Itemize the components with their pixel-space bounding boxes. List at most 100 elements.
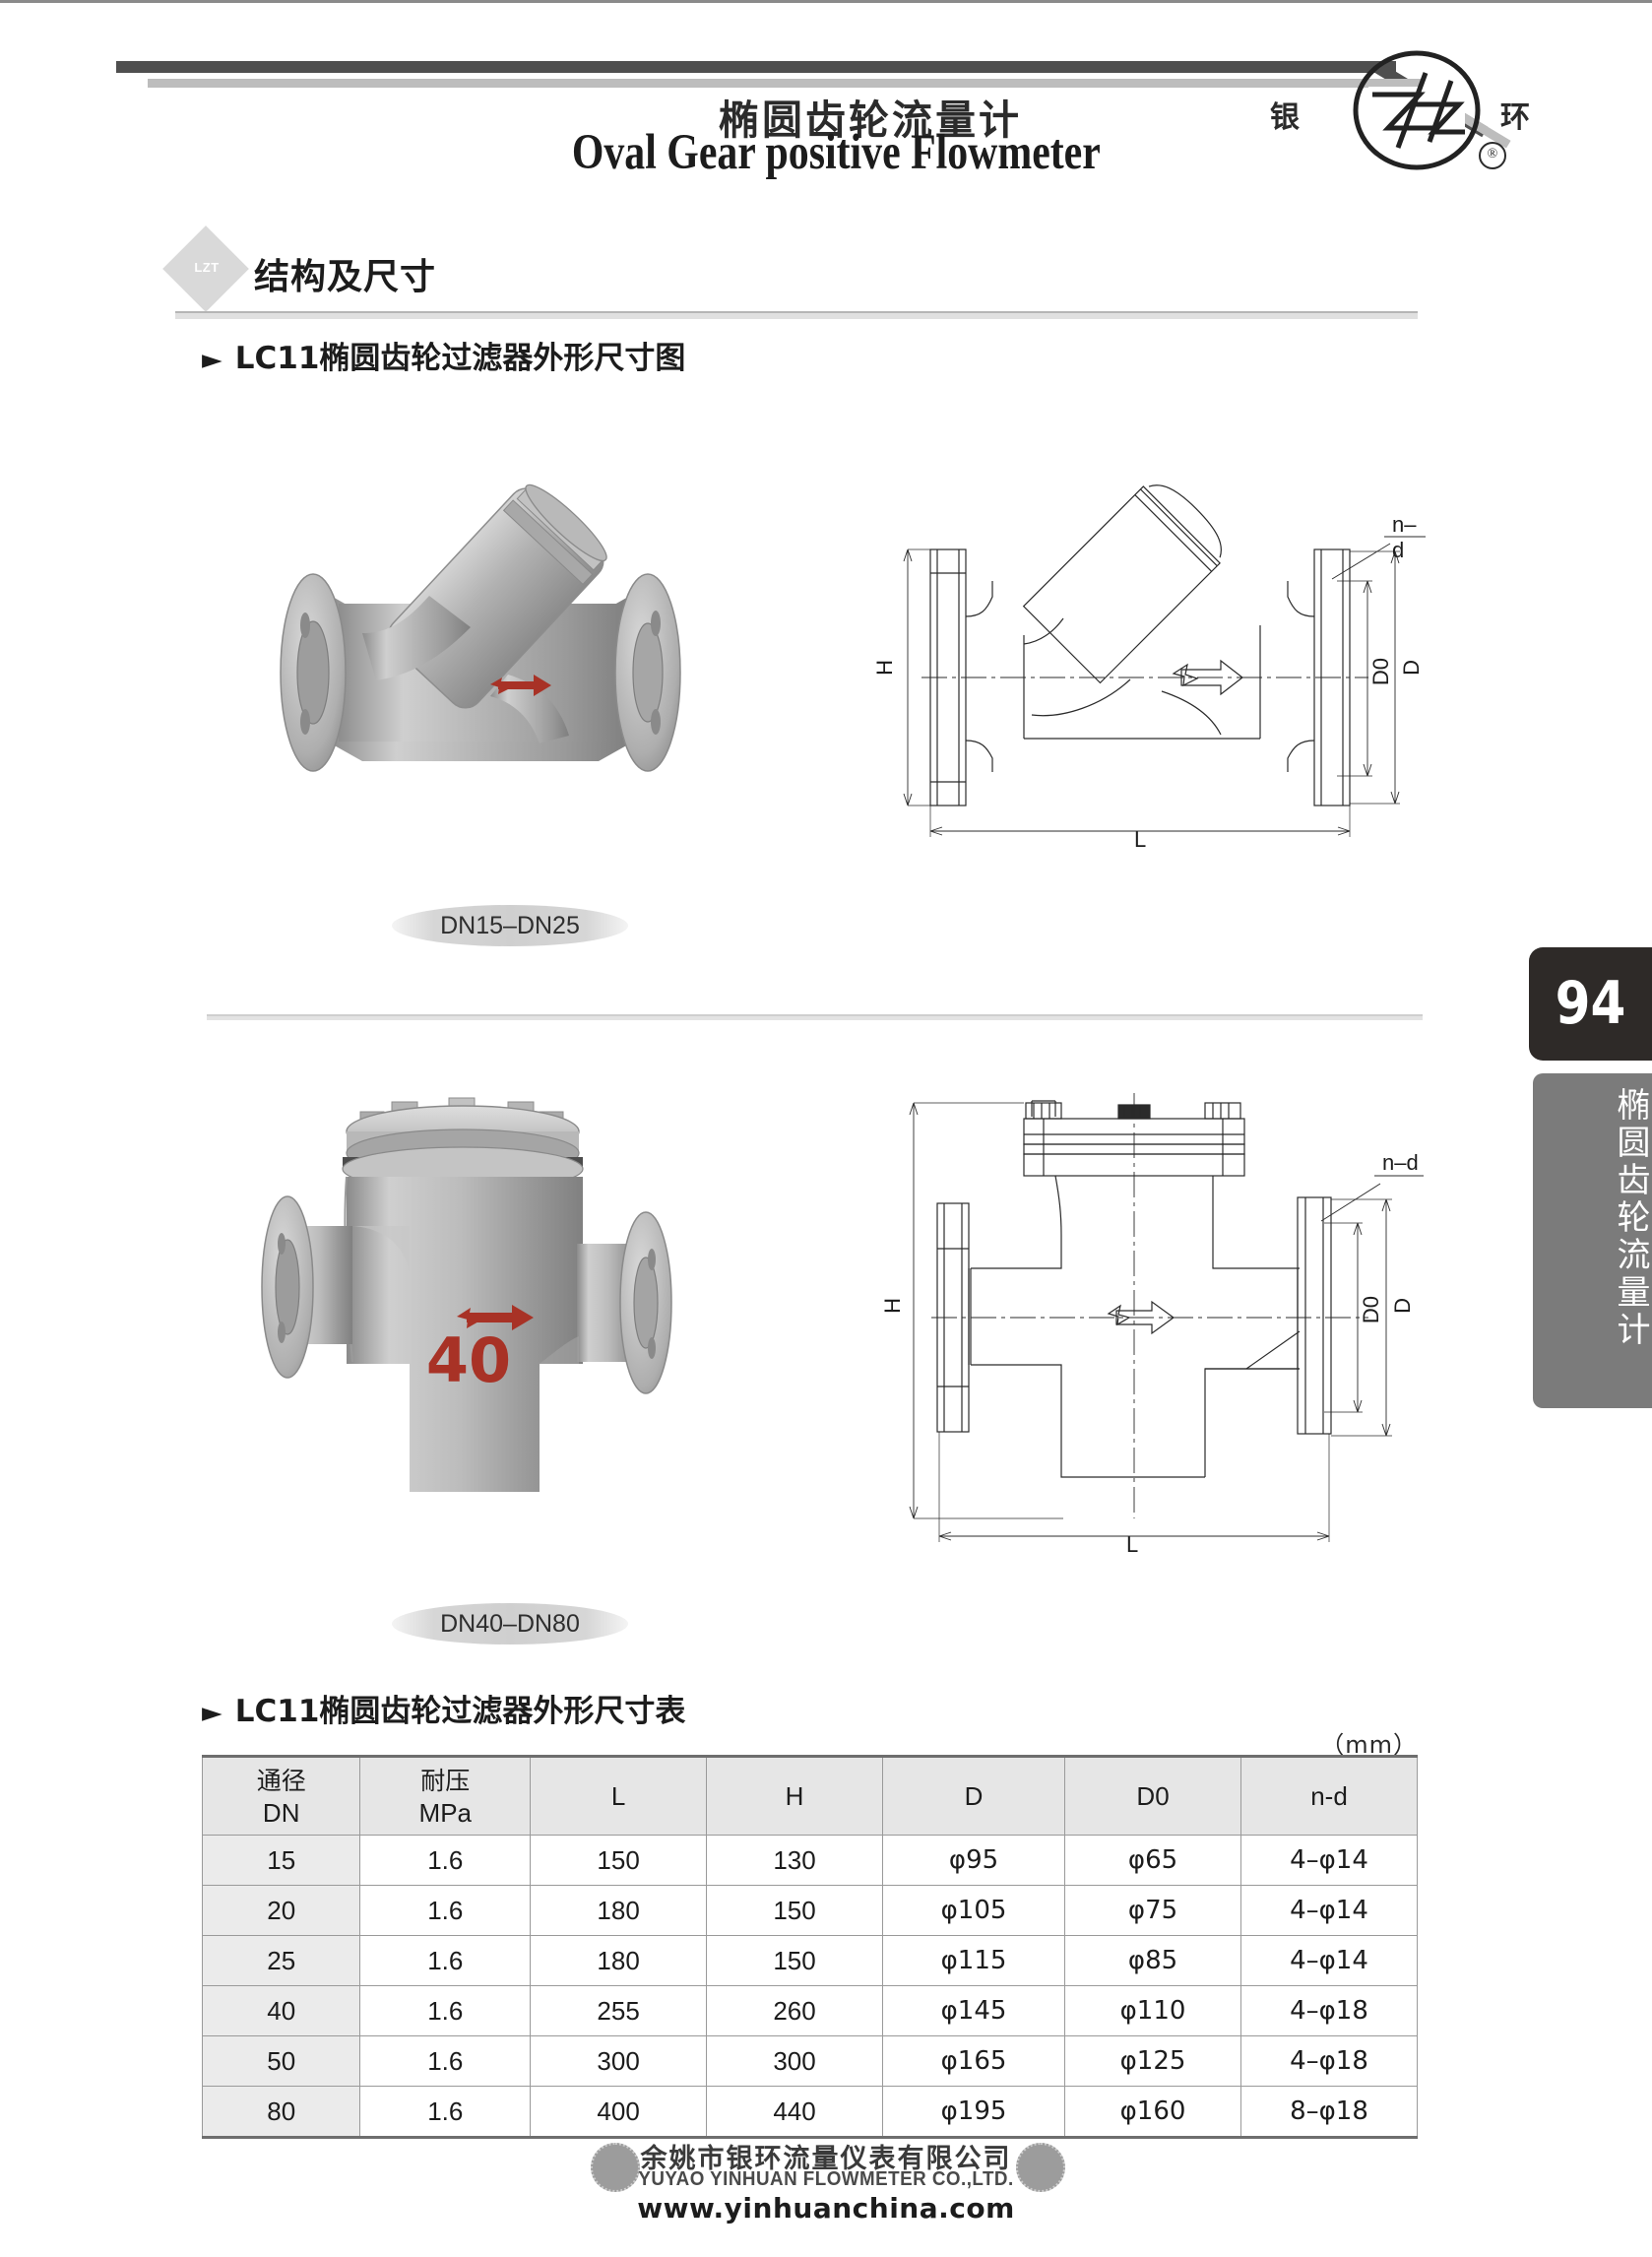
triangle-bullet-icon: ► (202, 345, 222, 375)
product-photo-basket-strainer: 40 (244, 1078, 687, 1541)
section-rule-top (175, 311, 1418, 313)
col-h: H (706, 1755, 883, 1836)
cell-d: φ145 (881, 1985, 1066, 2036)
col-dn-en: DN (262, 1797, 300, 1828)
cell-nd: 4–φ14 (1240, 1885, 1418, 1936)
dim-label-nd-2: n–d (1382, 1150, 1419, 1175)
page-title-english: Oval Gear positive Flowmeter (572, 125, 1101, 180)
table-section-heading-text: LC11椭圆齿轮过滤器外形尺寸表 (234, 1694, 686, 1729)
col-l: L (530, 1755, 708, 1836)
footer-decoration-circle-right (1016, 2143, 1065, 2192)
dim-label-d-1: D (1399, 660, 1424, 676)
figure-section-heading: ► LC11椭圆齿轮过滤器外形尺寸图 (202, 333, 685, 377)
cell-l: 180 (530, 1885, 708, 1936)
mid-divider-top (207, 1014, 1423, 1016)
cell-d0: φ110 (1064, 1985, 1242, 2036)
figure-section-heading-text: LC11椭圆齿轮过滤器外形尺寸图 (234, 341, 686, 376)
page-title-chinese: 椭圆齿轮流量计 (719, 97, 1022, 144)
dim-label-d0-1: D0 (1368, 658, 1393, 686)
cell-dn: 80 (201, 2086, 361, 2139)
col-dn: 通径 DN (201, 1755, 361, 1836)
section-title: 结构及尺寸 (254, 257, 437, 297)
page-header: 椭圆齿轮流量计 Oval Gear positive Flowmeter (0, 30, 1652, 207)
cell-dn: 15 (201, 1835, 361, 1886)
dim-label-h-1: H (872, 660, 897, 676)
cell-d: φ95 (881, 1835, 1066, 1886)
col-d: D (881, 1755, 1066, 1836)
cell-d0: φ65 (1064, 1835, 1242, 1886)
cell-nd: 4–φ14 (1240, 1935, 1418, 1986)
cell-nd: 8–φ18 (1240, 2086, 1418, 2139)
dim-label-d0-2: D0 (1359, 1296, 1383, 1324)
brand-logo: 银 ® 环 (1260, 47, 1585, 175)
dim-label-h-2: H (880, 1298, 905, 1314)
col-mpa-cn: 耐压 (420, 1766, 471, 1795)
cell-mpa: 1.6 (359, 1985, 532, 2036)
photo-marking-40: 40 (426, 1324, 511, 1396)
table-section-heading: ► LC11椭圆齿轮过滤器外形尺寸表 (202, 1686, 685, 1730)
table-row: 25 1.6 180 150 φ115 φ85 4–φ14 (201, 1935, 1418, 1986)
table-row: 50 1.6 300 300 φ165 φ125 4–φ18 (201, 2035, 1418, 2087)
dim-label-nd-1: n–d (1392, 512, 1417, 562)
cell-mpa: 1.6 (359, 1835, 532, 1886)
dim-label-d-2: D (1390, 1298, 1415, 1314)
section-badge-label: LZT (194, 260, 220, 275)
cell-dn: 50 (201, 2035, 361, 2087)
table-row: 20 1.6 180 150 φ105 φ75 4–φ14 (201, 1885, 1418, 1936)
registered-trademark-icon: ® (1479, 142, 1506, 169)
cell-l: 400 (530, 2086, 708, 2139)
cell-h: 130 (706, 1835, 883, 1886)
cell-h: 260 (706, 1985, 883, 2036)
dimension-table: 通径 DN 耐压 MPa L H D D0 n-d 15 1.6 150 130 (201, 1755, 1418, 2139)
yinhuan-monogram-icon (1343, 47, 1491, 173)
page-number-tab: 94 (1529, 947, 1652, 1061)
dim-label-l-2: L (1126, 1532, 1139, 1557)
table-unit-note: （mm） (1320, 1731, 1418, 1759)
cell-h: 440 (706, 2086, 883, 2139)
cell-nd: 4–φ18 (1240, 2035, 1418, 2087)
table-row: 15 1.6 150 130 φ95 φ65 4–φ14 (201, 1835, 1418, 1886)
dimension-drawing-dn15-dn25: H L D D0 n–d (866, 433, 1428, 852)
col-d0: D0 (1064, 1755, 1242, 1836)
cell-h: 150 (706, 1885, 883, 1936)
figure-caption-2: DN40–DN80 (392, 1603, 628, 1644)
cell-h: 150 (706, 1935, 883, 1986)
table-header-row: 通径 DN 耐压 MPa L H D D0 n-d (201, 1755, 1418, 1836)
col-nd: n-d (1240, 1755, 1418, 1836)
footer-company-chinese: 余姚市银环流量仪表有限公司 (640, 2144, 1012, 2174)
dim-label-l-1: L (1134, 827, 1147, 852)
cell-d0: φ85 (1064, 1935, 1242, 1986)
cell-d: φ105 (881, 1885, 1066, 1936)
cell-d: φ165 (881, 2035, 1066, 2087)
logo-char-right: 环 (1500, 100, 1530, 135)
cell-d: φ195 (881, 2086, 1066, 2139)
dimension-drawing-dn40-dn80: H L D D0 n–d (876, 1073, 1428, 1557)
cell-dn: 40 (201, 1985, 361, 2036)
col-mpa-en: MPa (418, 1797, 473, 1828)
cell-dn: 25 (201, 1935, 361, 1986)
section-heading: LZT 结构及尺寸 (162, 226, 1416, 323)
figure-caption-1: DN15–DN25 (392, 905, 628, 946)
triangle-bullet-icon-2: ► (202, 1698, 222, 1728)
cell-d0: φ160 (1064, 2086, 1242, 2139)
table-row: 40 1.6 255 260 φ145 φ110 4–φ18 (201, 1985, 1418, 2036)
cell-mpa: 1.6 (359, 2086, 532, 2139)
cell-mpa: 1.6 (359, 1885, 532, 1936)
mid-divider (207, 1016, 1423, 1020)
page-top-rule (0, 0, 1652, 3)
cell-d0: φ75 (1064, 1885, 1242, 1936)
footer-website[interactable]: www.yinhuanchina.com (637, 2192, 1015, 2225)
col-mpa: 耐压 MPa (359, 1755, 532, 1836)
cell-dn: 20 (201, 1885, 361, 1936)
col-dn-cn: 通径 (256, 1766, 306, 1795)
page-number: 94 (1555, 969, 1626, 1038)
product-photo-y-strainer (244, 448, 717, 881)
cell-d: φ115 (881, 1935, 1066, 1986)
table-body: 15 1.6 150 130 φ95 φ65 4–φ14 20 1.6 180 … (201, 1835, 1418, 2139)
section-vertical-tab: 椭圆齿轮流量计 (1533, 1073, 1652, 1408)
cell-h: 300 (706, 2035, 883, 2087)
footer-decoration-circle-left (591, 2143, 640, 2192)
cell-l: 150 (530, 1835, 708, 1886)
cell-l: 180 (530, 1935, 708, 1986)
